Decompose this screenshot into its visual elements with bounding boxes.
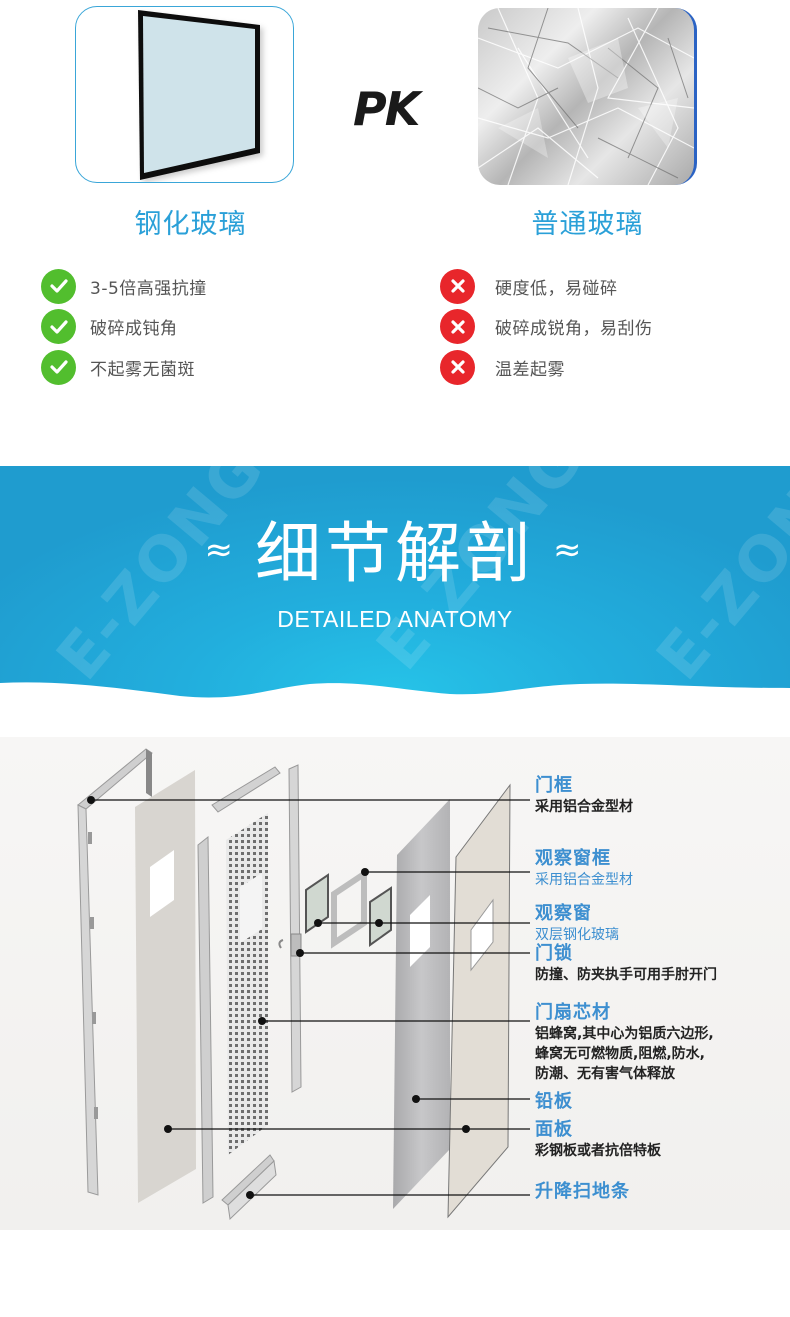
label-desc: 蜂窝无可燃物质,阻燃,防水, [535,1046,705,1062]
section-subtitle: DETAILED ANATOMY [277,606,513,632]
label-desc: 采用铝合金型材 [535,799,633,815]
label-desc: 防撞、防夹执手可用手肘开门 [535,967,717,983]
check-icon [41,349,76,385]
leader-lines [91,799,530,1196]
label-title: 门锁 [535,943,573,964]
front-panel-part [135,770,196,1203]
check-icon [41,309,76,345]
side-rail-part [197,835,214,1204]
label-desc: 铝蜂窝,其中心为铝质六边形, [535,1026,714,1042]
feature-text: 硬度低，易碰碎 [495,278,618,299]
door-anatomy-diagram: 门框 采用铝合金型材 观察窗框 采用铝合金型材 观察窗 双层钢化玻璃 门锁 防撞… [0,737,790,1230]
normal-glass-title: 普通玻璃 [531,209,644,240]
label-title: 观察窗 [535,903,592,924]
feature-item: 破碎成钝角 [41,307,207,348]
pk-vs-logo: PK [353,82,420,136]
section-title: ≈ 细节解剖 ≈ [0,514,790,598]
outer-panel-part [447,783,511,1219]
section-title-text: 细节解剖 [255,515,535,592]
label-door-lock: 门锁 防撞、防夹执手可用手肘开门 [535,943,717,985]
wave-divider [0,682,790,706]
feature-item: 3-5倍高强抗撞 [41,266,207,307]
normal-glass-features: 硬度低，易碰碎 破碎成锐角，易刮伤 温差起雾 [440,266,653,388]
lock-rail-part [278,764,302,1093]
label-title: 面板 [535,1119,573,1140]
top-rail-part [211,766,281,813]
feature-text: 破碎成锐角，易刮伤 [495,319,653,340]
feature-item: 温差起雾 [440,347,653,388]
observation-glass-part [305,873,329,934]
feature-text: 破碎成钝角 [90,319,178,340]
label-door-frame: 门框 采用铝合金型材 [535,775,633,817]
shattered-glass-image [478,8,697,185]
wave-icon: ≈ [553,529,586,570]
cross-icon [440,268,475,304]
floor-sweep-part [221,1154,277,1221]
label-desc: 采用铝合金型材 [535,872,633,888]
label-observation-window: 观察窗 双层钢化玻璃 [535,903,619,945]
check-icon [41,268,76,304]
section-banner: E-ZONG E-ZONG E-ZONG ≈细节解剖≈ DETAILED ANA… [0,466,790,706]
cross-icon [440,349,475,385]
tempered-glass-features: 3-5倍高强抗撞 破碎成钝角 不起雾无菌斑 [41,266,207,388]
feature-text: 3-5倍高强抗撞 [90,278,207,299]
feature-item: 破碎成锐角，易刮伤 [440,307,653,348]
label-lead-panel: 铅板 [535,1091,573,1113]
feature-text: 不起雾无菌斑 [90,359,195,380]
feature-item: 不起雾无菌斑 [41,347,207,388]
exploded-door-illustration [77,748,530,1221]
feature-text: 温差起雾 [495,359,565,380]
label-title: 铅板 [535,1091,573,1112]
cross-icon [440,309,475,345]
label-face-panel: 面板 彩钢板或者抗倍特板 [535,1119,661,1161]
observation-window-frame-part [331,868,367,949]
label-title: 门框 [535,775,573,796]
tempered-glass-image [75,6,294,183]
door-frame-part [77,748,153,1196]
label-desc: 彩钢板或者抗倍特板 [535,1143,661,1159]
label-window-frame: 观察窗框 采用铝合金型材 [535,848,633,890]
label-core-material: 门扇芯材 铝蜂窝,其中心为铝质六边形, 蜂窝无可燃物质,阻燃,防水, 防潮、无有… [535,1002,714,1084]
callout-dots [87,796,470,1199]
wave-icon: ≈ [204,529,237,570]
observation-glass-part [369,886,392,947]
label-title: 升降扫地条 [535,1181,630,1202]
label-title: 观察窗框 [535,848,611,869]
door-lock-part [290,933,302,957]
label-desc: 双层钢化玻璃 [535,927,619,943]
label-desc: 防潮、无有害气体释放 [535,1066,675,1082]
label-title: 门扇芯材 [535,1002,611,1023]
honeycomb-core-part [226,813,268,1155]
tempered-glass-title: 钢化玻璃 [134,209,247,240]
lead-panel-part [393,799,450,1209]
label-floor-sweep: 升降扫地条 [535,1181,630,1203]
feature-item: 硬度低，易碰碎 [440,266,653,307]
